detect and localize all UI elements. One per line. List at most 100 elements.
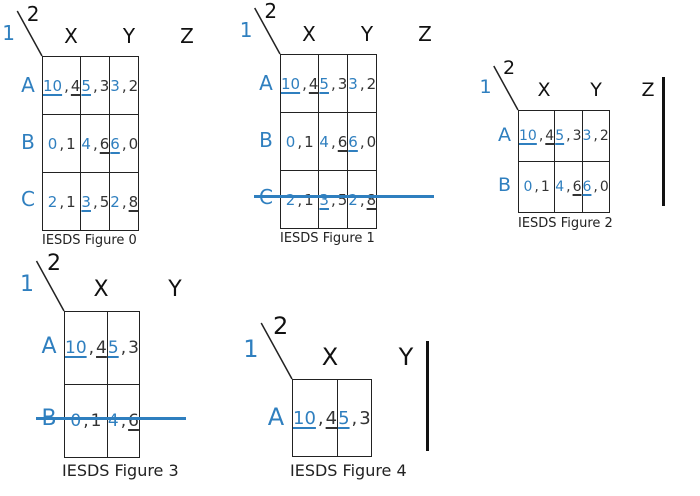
payoff-separator: ,: [59, 192, 65, 211]
figure-caption: IESDS Figure 3: [62, 461, 179, 480]
column-label-z: Z: [180, 24, 194, 48]
player-2-payoff: 1: [66, 134, 76, 153]
player-1-payoff: 0: [47, 134, 58, 153]
column-label-y: Y: [398, 343, 414, 371]
payoff-separator: ,: [83, 411, 89, 431]
payoff-cell: 0,1: [64, 384, 108, 458]
player-1-payoff: 10: [293, 407, 316, 429]
payoff-separator: ,: [59, 134, 65, 153]
payoff-cell: 6,0: [347, 112, 378, 171]
player-2-label: 2: [264, 0, 278, 23]
player-1-label: 1: [243, 335, 259, 364]
player-2-payoff: 1: [304, 132, 314, 151]
player-2-payoff: 3: [572, 128, 582, 144]
payoff-cell: 0,1: [41, 114, 82, 173]
payoff-separator: ,: [120, 411, 127, 431]
payoff-separator: ,: [88, 338, 95, 358]
player-2-payoff: 0: [366, 132, 377, 151]
column-label-x: X: [321, 343, 339, 371]
payoff-separator: ,: [121, 192, 127, 211]
payoff-cell: 0,1: [517, 161, 556, 213]
payoff-cell: 6,0: [581, 161, 610, 213]
player-2-label: 2: [272, 312, 289, 341]
payoff-cell: 2,8: [109, 172, 140, 231]
payoff-separator: ,: [297, 190, 303, 209]
eliminated-row-strike: [254, 194, 434, 198]
player-1-label: 1: [239, 18, 253, 43]
player-2-payoff: 2: [128, 76, 139, 95]
player-1-payoff: 0: [523, 179, 533, 195]
player-1-payoff: 3: [582, 128, 592, 144]
row-label-b: B: [21, 129, 35, 154]
player-1-payoff: 3: [110, 76, 120, 95]
payoff-separator: ,: [566, 179, 571, 195]
payoff-separator: ,: [92, 134, 98, 153]
payoff-separator: ,: [593, 179, 598, 195]
player-2-payoff: 6: [128, 411, 139, 431]
payoff-separator: ,: [64, 76, 69, 95]
payoff-cell: 5,3: [318, 54, 349, 113]
payoff-separator: ,: [317, 407, 324, 429]
payoff-cell: 5,3: [106, 311, 140, 385]
payoff-cell: 2,1: [41, 172, 82, 231]
player-1-payoff: 0: [70, 411, 82, 431]
player-2-label: 2: [503, 57, 516, 80]
payoff-separator: ,: [302, 74, 307, 93]
column-label-x: X: [537, 79, 551, 101]
player-1-payoff: 2: [348, 190, 358, 209]
column-label-z: Z: [641, 79, 655, 101]
player-1-payoff: 2: [47, 192, 58, 211]
payoff-separator: ,: [534, 179, 539, 195]
row-label-a: A: [21, 72, 35, 97]
payoff-cell: 3,5: [80, 172, 111, 231]
eliminated-row-strike: [36, 416, 187, 420]
row-label-a: A: [267, 402, 285, 431]
player-2-payoff: 3: [99, 76, 110, 95]
payoff-cell: 4,6: [554, 161, 583, 213]
player-1-payoff: 3: [348, 74, 358, 93]
figure-caption: IESDS Figure 1: [280, 231, 375, 246]
player-1-payoff: 2: [285, 190, 296, 209]
eliminated-column-strike: [661, 77, 665, 206]
row-label-a: A: [498, 123, 511, 146]
player-2-payoff: 1: [90, 411, 102, 431]
player-1-payoff: 3: [81, 192, 91, 211]
payoff-cell: 2,8: [347, 170, 378, 229]
player-1-payoff: 5: [555, 128, 565, 144]
player-2-payoff: 4: [96, 338, 107, 358]
player-1-payoff: 2: [110, 192, 120, 211]
player-1-payoff: 10: [281, 74, 301, 93]
payoff-separator: ,: [330, 190, 336, 209]
player-1-payoff: 10: [65, 338, 87, 358]
player-2-payoff: 4: [308, 74, 319, 93]
player-2-payoff: 3: [337, 74, 348, 93]
row-label-a: A: [41, 333, 57, 359]
player-2-payoff: 1: [304, 190, 314, 209]
payoff-separator: ,: [92, 76, 98, 95]
payoff-cell: 10,4: [291, 379, 339, 457]
player-2-payoff: 6: [99, 134, 110, 153]
player-2-payoff: 0: [128, 134, 139, 153]
player-2-payoff: 8: [128, 192, 139, 211]
payoff-cell: 10,4: [517, 110, 556, 162]
player-2-payoff: 3: [359, 407, 371, 429]
column-label-x: X: [93, 277, 109, 302]
player-2-label: 2: [47, 251, 61, 277]
column-label-x: X: [302, 22, 316, 46]
column-label-z: Z: [418, 22, 432, 46]
payoff-cell: 3,2: [109, 56, 140, 115]
player-2-payoff: 2: [599, 128, 609, 144]
figure-caption: IESDS Figure 4: [290, 461, 407, 480]
player-1-payoff: 10: [43, 76, 63, 95]
player-1-payoff: 5: [319, 74, 329, 93]
